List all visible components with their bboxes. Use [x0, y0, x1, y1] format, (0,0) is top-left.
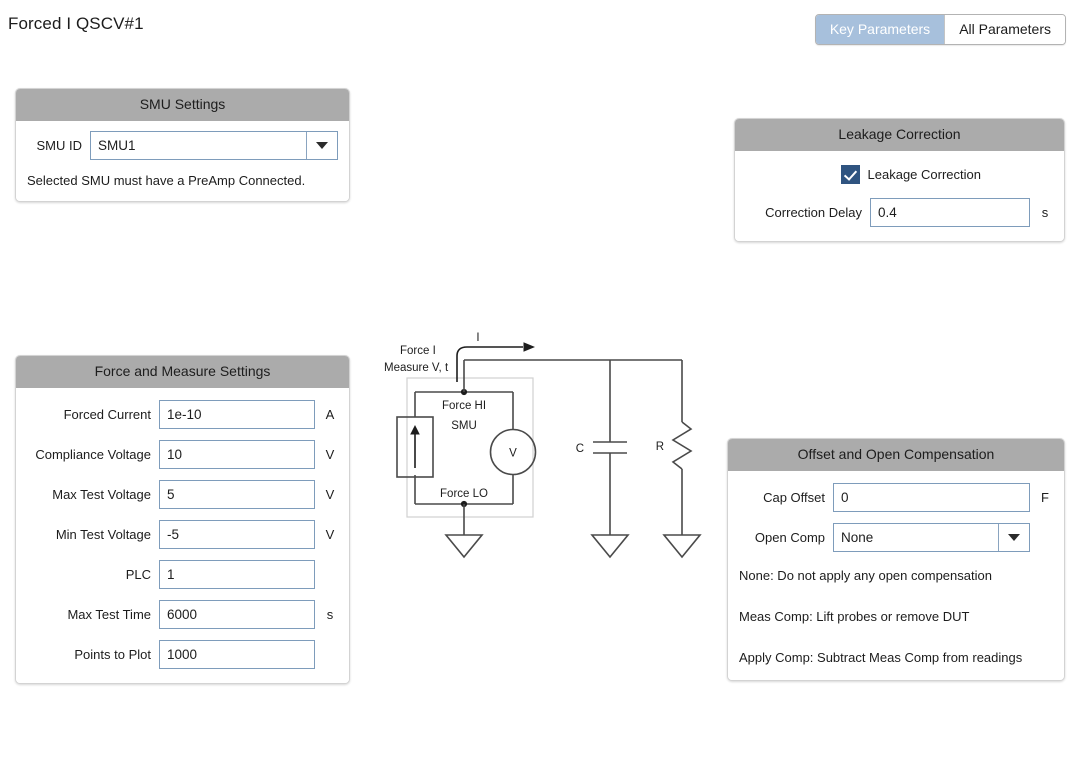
field-input[interactable]: 1 [159, 560, 315, 589]
cap-offset-row: Cap Offset 0 F [739, 483, 1053, 512]
panel-leakage-correction-title: Leakage Correction [735, 119, 1064, 151]
offset-note: Meas Comp: Lift probes or remove DUT [739, 609, 970, 624]
field-unit: V [325, 527, 335, 542]
field-label: Points to Plot [74, 647, 151, 662]
open-comp-unit-spacer: F [1030, 530, 1053, 545]
tab-all-parameters[interactable]: All Parameters [944, 15, 1065, 44]
cap-offset-input[interactable]: 0 [833, 483, 1030, 512]
circuit-diagram: V C R I Force I Measure V, t Force HI [378, 320, 718, 580]
field-input[interactable]: 5 [159, 480, 315, 509]
field-row: Max Test Time 6000 s [27, 600, 338, 629]
offset-note: Apply Comp: Subtract Meas Comp from read… [739, 650, 1023, 665]
panel-force-and-measure-settings: Force and Measure Settings Forced Curren… [15, 355, 350, 684]
correction-delay-input[interactable]: 0.4 [870, 198, 1030, 227]
field-row: Min Test Voltage -5 V [27, 520, 338, 549]
panel-offset-and-open-compensation: Offset and Open Compensation Cap Offset … [727, 438, 1065, 681]
field-label: PLC [125, 567, 151, 582]
leakage-correction-checkbox[interactable] [840, 165, 860, 184]
parameters-toggle-group[interactable]: Key Parameters All Parameters [814, 14, 1066, 45]
field-label: Min Test Voltage [55, 527, 151, 542]
field-input[interactable]: 10 [159, 440, 315, 469]
smu-id-value: SMU1 [98, 138, 136, 153]
field-unit: s [326, 607, 334, 622]
field-input[interactable]: -5 [159, 520, 315, 549]
field-input[interactable]: 6000 [159, 600, 315, 629]
page-title: Forced I QSCV#1 [8, 14, 144, 33]
smu-label: SMU [451, 420, 477, 432]
smu-id-label: SMU ID [36, 138, 83, 153]
correction-delay-row: Correction Delay 0.4 s [746, 198, 1053, 227]
offset-note: None: Do not apply any open compensation [739, 568, 992, 583]
open-comp-value: None [841, 530, 874, 545]
smu-id-dropdown[interactable]: SMU1 [90, 131, 338, 160]
panel-smu-settings: SMU Settings SMU ID SMU1 Selected SMU mu… [15, 88, 350, 202]
open-comp-dropdown[interactable]: None [833, 523, 1030, 552]
field-input[interactable]: 1e-10 [159, 400, 315, 429]
smu-id-row: SMU ID SMU1 [27, 131, 338, 160]
field-row: Points to Plot 1000 [27, 640, 338, 669]
chevron-down-icon[interactable] [998, 524, 1029, 551]
correction-delay-unit: s [1041, 205, 1049, 220]
force-i-label: Force I [400, 345, 436, 357]
panel-offset-and-open-compensation-title: Offset and Open Compensation [728, 439, 1064, 471]
leakage-correction-check-row: Leakage Correction [746, 165, 1053, 184]
panel-smu-settings-title: SMU Settings [16, 89, 349, 121]
capacitor-label: C [576, 443, 584, 455]
voltmeter-label: V [509, 448, 517, 460]
cap-offset-label: Cap Offset [763, 490, 825, 505]
smu-preamp-note: Selected SMU must have a PreAmp Connecte… [27, 173, 306, 188]
field-label: Compliance Voltage [35, 447, 151, 462]
chevron-down-icon[interactable] [306, 132, 337, 159]
field-label: Max Test Voltage [52, 487, 151, 502]
field-row: Forced Current 1e-10 A [27, 400, 338, 429]
field-input[interactable]: 1000 [159, 640, 315, 669]
panel-leakage-correction: Leakage Correction Leakage Correction Co… [734, 118, 1065, 242]
field-unit: V [325, 447, 335, 462]
leakage-correction-checkbox-label: Leakage Correction [867, 167, 981, 182]
field-label: Forced Current [63, 407, 151, 422]
field-unit: A [325, 407, 335, 422]
resistor-label: R [656, 441, 664, 453]
open-comp-row: Open Comp None F [739, 523, 1053, 552]
field-label: Max Test Time [67, 607, 151, 622]
field-row: Compliance Voltage 10 V [27, 440, 338, 469]
correction-delay-label: Correction Delay [765, 205, 862, 220]
panel-force-and-measure-settings-title: Force and Measure Settings [16, 356, 349, 388]
tab-key-parameters[interactable]: Key Parameters [815, 15, 945, 44]
current-label: I [476, 332, 479, 344]
field-row: PLC 1 [27, 560, 338, 589]
force-lo-label: Force LO [440, 488, 488, 500]
force-hi-label: Force HI [442, 400, 486, 412]
field-unit: V [325, 487, 335, 502]
measure-vt-label: Measure V, t [384, 362, 449, 374]
open-comp-label: Open Comp [754, 530, 825, 545]
cap-offset-unit: F [1041, 490, 1049, 505]
